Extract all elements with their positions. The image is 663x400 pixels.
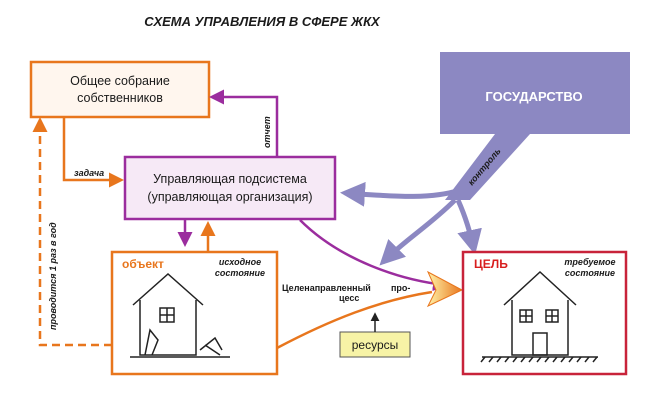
state-label: ГОСУДАРСТВО [485, 89, 582, 104]
yearly-label: проводится 1 раз в год [48, 222, 58, 330]
report-label: отчет [262, 116, 272, 148]
owners-line2: собственников [77, 91, 163, 105]
process-label-line2: цесс [339, 293, 359, 303]
object-state-line1: исходное [219, 257, 261, 267]
resources-label: ресурсы [352, 338, 399, 352]
task-label: задача [74, 168, 104, 178]
yearly-arrow: проводится 1 раз в год [32, 117, 112, 347]
process-label-line1b: про- [391, 283, 410, 293]
process-label-line1: Целенаправленный [282, 283, 371, 293]
goal-state-line2: состояние [565, 268, 615, 278]
owners-line1: Общее собрание [70, 74, 170, 88]
object-state-line2: состояние [215, 268, 265, 278]
report-arrow: отчет [209, 89, 279, 157]
broken-house-icon [130, 272, 230, 358]
diagram-title: СХЕМА УПРАВЛЕНИЯ В СФЕРЕ ЖКХ [144, 14, 381, 29]
management-subsystem-node: Управляющая подсистема (управляющая орга… [123, 155, 337, 221]
house-icon [480, 270, 598, 363]
object-node: объект исходное состояние [110, 250, 279, 376]
subsystem-line2: (управляющая организация) [147, 190, 312, 204]
task-arrow: задача [62, 118, 124, 188]
object-label: объект [122, 257, 164, 271]
goal-label: ЦЕЛЬ [474, 257, 508, 271]
subsystem-line1: Управляющая подсистема [153, 172, 307, 186]
goal-node: ЦЕЛЬ требуемое состояние [461, 250, 628, 376]
process-arrow: Целенаправленный про- цесс [276, 270, 464, 350]
owners-meeting-node: Общее собрание собственников [29, 60, 211, 119]
subsystem-to-goal-arrow [299, 219, 448, 292]
state-node: ГОСУДАРСТВО [440, 52, 630, 200]
resources-node: ресурсы [339, 312, 411, 358]
goal-state-line1: требуемое [564, 257, 615, 267]
